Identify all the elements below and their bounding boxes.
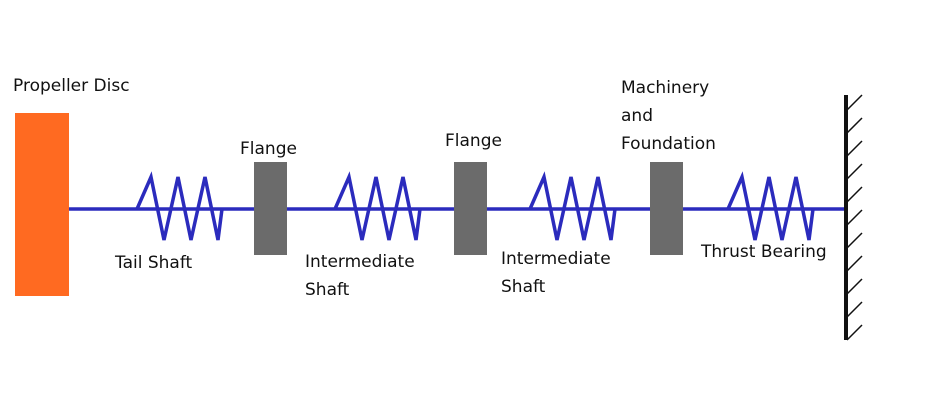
intermediate-shaft-1-label-line-2: Shaft — [305, 280, 350, 300]
machinery-label: Machinery and Foundation — [621, 74, 716, 158]
machinery-foundation-block — [650, 162, 683, 255]
machinery-label-line-2: and — [621, 106, 653, 126]
intermediate-shaft-1-spring — [333, 171, 422, 241]
machinery-label-line-3: Foundation — [621, 134, 716, 154]
tail-shaft-label: Tail Shaft — [115, 253, 193, 273]
flange-1-label: Flange — [240, 139, 297, 159]
propeller-disc — [15, 113, 69, 296]
intermediate-shaft-2-label: Intermediate Shaft — [501, 245, 611, 301]
intermediate-shaft-2-label-line-1: Intermediate — [501, 249, 611, 269]
intermediate-shaft-1-label: Intermediate Shaft — [305, 248, 415, 304]
thrust-bearing-label: Thrust Bearing — [701, 242, 827, 262]
machinery-label-line-1: Machinery — [621, 78, 710, 98]
flange-1 — [254, 162, 287, 255]
intermediate-shaft-2-label-line-2: Shaft — [501, 277, 546, 297]
tail-shaft-spring — [135, 171, 224, 241]
thrust-bearing-spring — [726, 171, 815, 241]
flange-2-label: Flange — [445, 131, 502, 151]
intermediate-shaft-2-spring — [528, 171, 617, 241]
intermediate-shaft-1-label-line-1: Intermediate — [305, 252, 415, 272]
flange-2 — [454, 162, 487, 255]
propeller-disc-label: Propeller Disc — [13, 76, 130, 96]
wall-hatching — [846, 94, 863, 341]
